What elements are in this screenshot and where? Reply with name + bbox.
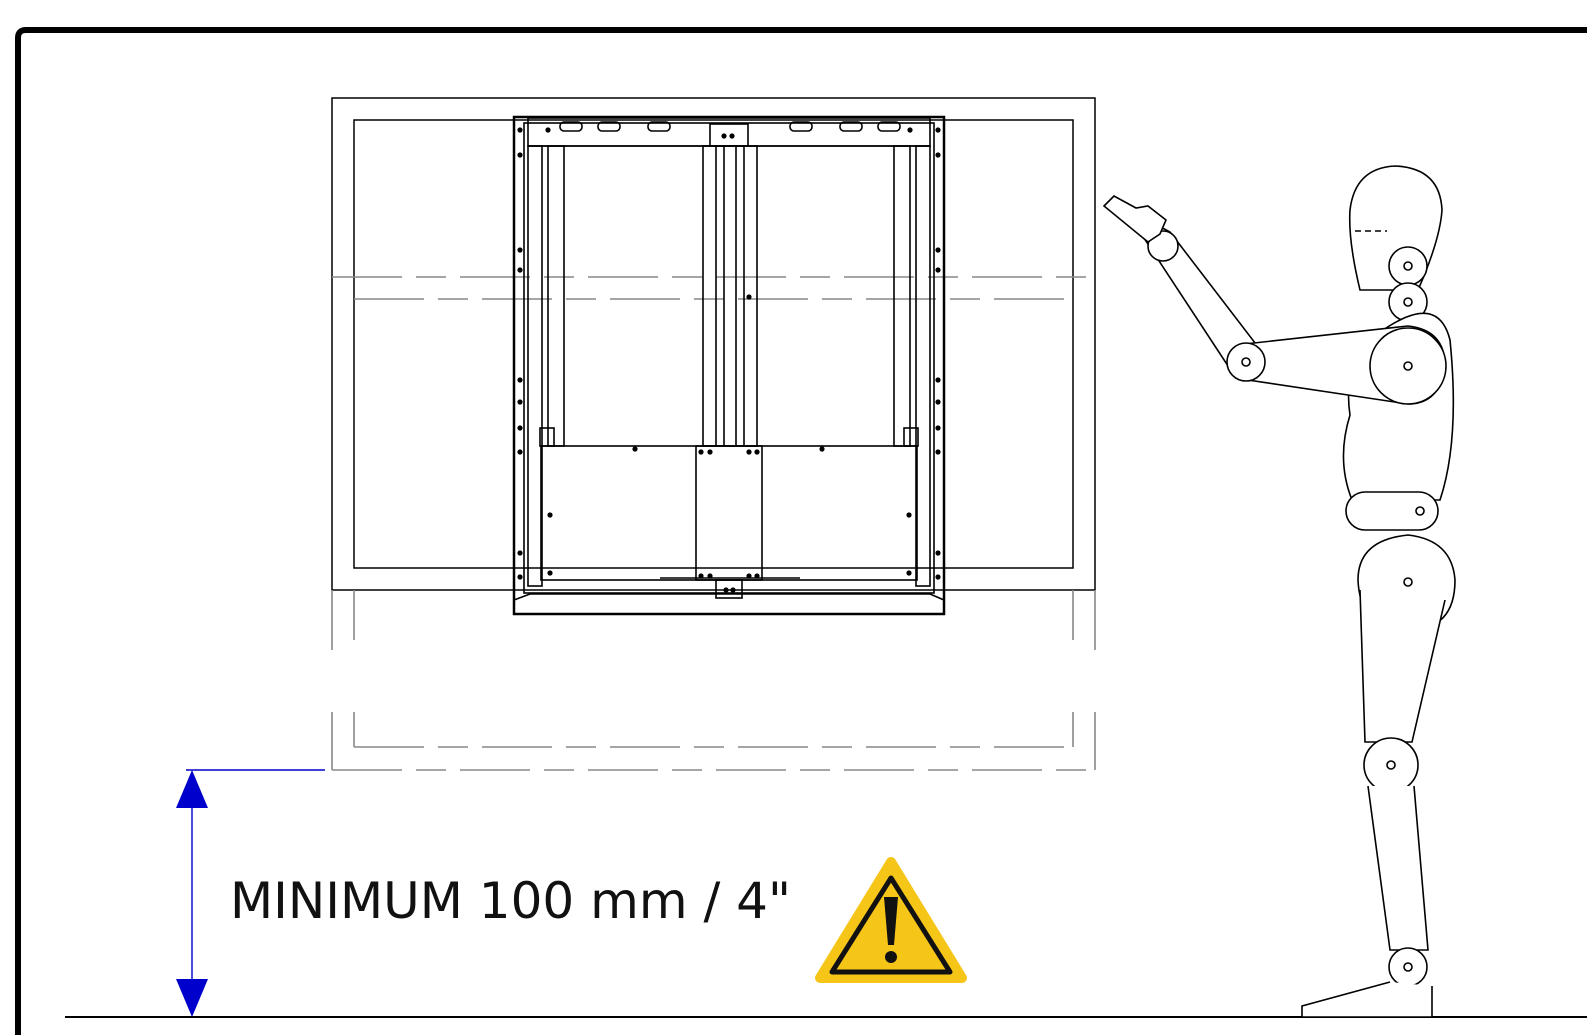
mount-screws	[517, 127, 941, 593]
mannequin-figure-icon	[1102, 165, 1456, 1018]
lift-mechanism	[512, 115, 946, 616]
display-panel-upper	[331, 97, 1096, 591]
drawing-border	[15, 27, 1587, 1035]
dimension-arrow-down-icon	[176, 979, 208, 1017]
clearance-label: MINIMUM 100 mm / 4"	[230, 872, 791, 930]
dimension-arrow-up-icon	[176, 770, 208, 808]
dashed-guide-lines	[332, 276, 1095, 300]
display-panel-lowered	[331, 590, 1096, 771]
clearance-dimension	[176, 769, 325, 1017]
warning-triangle-icon	[815, 857, 967, 983]
